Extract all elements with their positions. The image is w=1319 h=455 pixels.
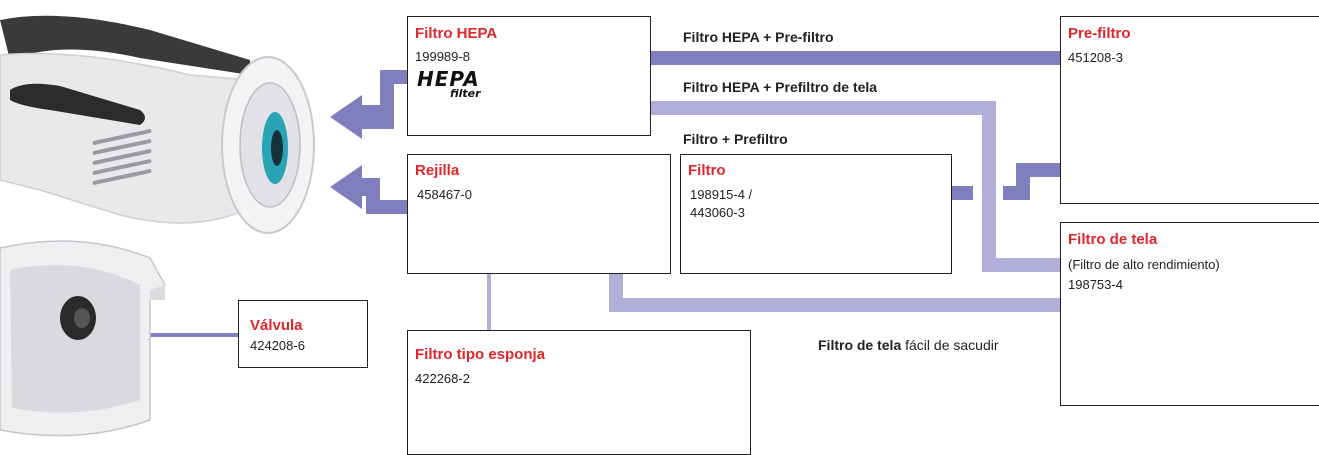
sponge-filter-title: Filtro tipo esponja — [415, 346, 545, 363]
connector-hepa-to-cloth-filter — [651, 101, 1060, 272]
hepa-logo-main: HEPA — [417, 67, 480, 91]
vacuum-body-image — [0, 15, 315, 234]
cloth-filter-note-rest: fácil de sacudir — [901, 337, 999, 353]
cloth-filter-note-bold: Filtro de tela — [818, 337, 902, 353]
flow-label-hepa-cloth: Filtro HEPA + Prefiltro de tela — [683, 79, 878, 95]
valve-image — [0, 240, 166, 437]
valve-code: 424208-6 — [250, 338, 305, 353]
hepa-filter-code: 199989-8 — [415, 49, 470, 64]
sponge-filter-box: Filtro tipo esponja 422268-2 — [407, 330, 751, 455]
cloth-filter-box: Filtro de tela (Filtro de alto rendimien… — [1060, 222, 1319, 406]
valve-box: Válvula 424208-6 — [238, 300, 368, 368]
filter-code-line1: 198915-4 / — [690, 187, 753, 202]
arrow-grille-to-vacuum — [330, 165, 407, 214]
cloth-filter-code: 198753-4 — [1068, 277, 1123, 292]
grille-title: Rejilla — [415, 162, 460, 179]
hepa-filter-box: Filtro HEPA 199989-8 HEPA filter — [407, 16, 651, 136]
hepa-logo-sub: filter — [450, 87, 481, 100]
flow-label-filter-prefilter: Filtro + Prefiltro — [683, 131, 788, 147]
filter-box: Filtro 198915-4 / 443060-3 — [680, 154, 952, 274]
cloth-filter-note: Filtro de tela fácil de sacudir — [818, 337, 999, 353]
connector-grille-to-cloth-filter — [609, 274, 1060, 312]
arrow-hepa-to-vacuum — [330, 70, 407, 139]
sponge-filter-code: 422268-2 — [415, 371, 470, 386]
prefilter-title: Pre-filtro — [1068, 25, 1131, 42]
flow-label-hepa-prefilter: Filtro HEPA + Pre-filtro — [683, 29, 834, 45]
prefilter-code: 451208-3 — [1068, 50, 1123, 65]
grille-box: Rejilla 458467-0 — [407, 154, 671, 274]
hepa-filter-title: Filtro HEPA — [415, 25, 498, 42]
valve-title: Válvula — [250, 317, 303, 334]
filter-code-line2: 443060-3 — [690, 205, 745, 220]
connector-filter-to-prefilter-step — [1003, 163, 1060, 200]
grille-code: 458467-0 — [417, 187, 472, 202]
cloth-filter-title: Filtro de tela — [1068, 231, 1158, 248]
cloth-filter-subtitle: (Filtro de alto rendimiento) — [1068, 257, 1220, 272]
prefilter-box: Pre-filtro 451208-3 — [1060, 16, 1319, 204]
filter-title: Filtro — [688, 162, 726, 179]
